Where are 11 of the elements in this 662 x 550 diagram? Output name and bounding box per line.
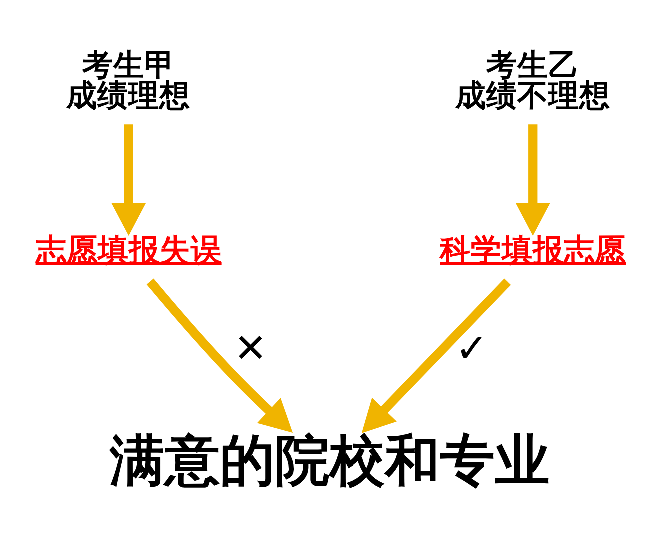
- node-text: 考生乙 成绩不理想: [455, 48, 610, 114]
- edge-label: ✓: [455, 326, 489, 372]
- arrow: [362, 278, 512, 433]
- node-text: 科学填报志愿: [440, 232, 626, 268]
- arrow: [146, 278, 294, 433]
- node-text: 考生甲 成绩理想: [66, 48, 190, 114]
- arrow: [112, 124, 146, 236]
- node-text: 志愿填报失误: [36, 232, 222, 268]
- edge-label: ✕: [234, 326, 268, 372]
- arrow: [516, 124, 550, 236]
- node-text: 满意的院校和专业: [110, 428, 550, 492]
